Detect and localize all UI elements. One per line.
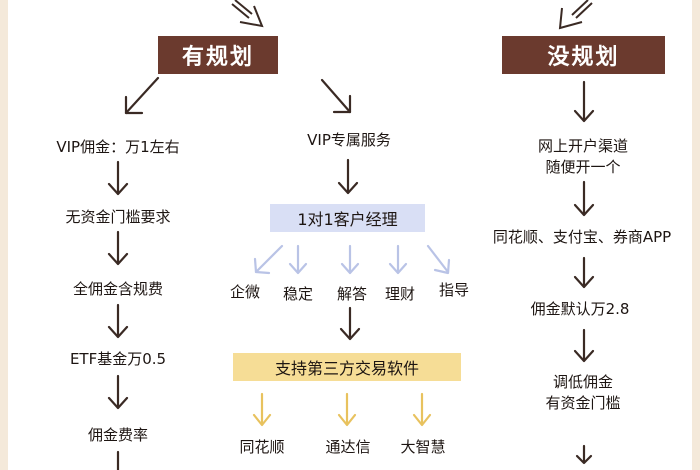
middle-vip-service: VIP专属服务: [307, 131, 391, 149]
right-item-lower-commission-line1: 调低佣金: [552, 373, 614, 391]
arrow-right-4: [573, 328, 595, 363]
arrow-blue-2: [288, 244, 308, 275]
arrow-yellow-3: [412, 392, 432, 427]
manager-box-label: 1对1客户经理: [297, 210, 398, 229]
left-item-etf: ETF基金万0.5: [69, 350, 167, 368]
arrow-right-1: [573, 80, 595, 123]
arrow-yellow-2: [337, 392, 357, 427]
arrow-blue-4: [388, 244, 408, 275]
software-box-label: 支持第三方交易软件: [274, 359, 419, 378]
feature-wealth: 理财: [384, 285, 416, 303]
header-unplanned: 没规划: [502, 36, 665, 74]
arrow-to-left-column: [124, 76, 160, 115]
arrow-right-3: [573, 256, 595, 289]
arrow-right-5: [575, 444, 593, 465]
right-item-online-channel: 网上开户渠道 随便开一个: [538, 136, 628, 178]
arrow-middle-2: [339, 306, 361, 341]
feature-guide: 指导: [438, 281, 470, 299]
arrow-right-2: [573, 180, 595, 217]
right-item-lower-commission: 调低佣金 有资金门槛: [545, 372, 620, 414]
arrow-middle-1: [337, 158, 359, 195]
right-item-apps: 同花顺、支付宝、券商APP: [492, 228, 672, 246]
software-tonghuashun: 同花顺: [239, 438, 285, 456]
feature-stable: 稳定: [282, 285, 314, 303]
arrow-blue-5: [426, 244, 451, 275]
right-item-online-channel-line1: 网上开户渠道: [537, 137, 629, 155]
manager-box: 1对1客户经理: [270, 204, 425, 232]
arrow-left-3: [107, 303, 129, 339]
top-arrow-right: [558, 0, 593, 30]
right-item-default-commission: 佣金默认万2.8: [530, 300, 630, 318]
arrow-yellow-1: [252, 392, 272, 427]
arrow-to-middle-column: [320, 78, 352, 114]
feature-answer: 解答: [336, 285, 368, 303]
page-edge-right: [692, 0, 700, 470]
right-item-online-channel-line2: 随便开一个: [545, 158, 621, 176]
header-planned-label: 有规划: [181, 45, 254, 70]
arrow-left-4: [107, 374, 129, 410]
arrow-blue-1: [253, 244, 284, 275]
software-tongdaxin: 通达信: [325, 438, 371, 456]
right-item-lower-commission-line2: 有资金门槛: [545, 394, 621, 412]
arrow-left-1: [107, 160, 129, 196]
left-item-full-commission: 全佣金含规费: [72, 280, 164, 298]
page-edge-left: [0, 0, 8, 470]
top-arrow-left: [231, 0, 264, 28]
left-item-no-threshold: 无资金门槛要求: [65, 208, 171, 226]
left-item-vip-commission: VIP佣金：万1左右: [56, 138, 180, 156]
feature-wechat: 企微: [229, 283, 261, 301]
header-unplanned-label: 没规划: [547, 45, 620, 70]
header-planned: 有规划: [158, 36, 278, 74]
left-item-commission-rate: 佣金费率: [87, 426, 149, 444]
software-dazhihui: 大智慧: [400, 438, 446, 456]
arrow-blue-3: [340, 244, 360, 275]
software-box: 支持第三方交易软件: [233, 353, 461, 381]
arrow-left-2: [107, 230, 129, 266]
